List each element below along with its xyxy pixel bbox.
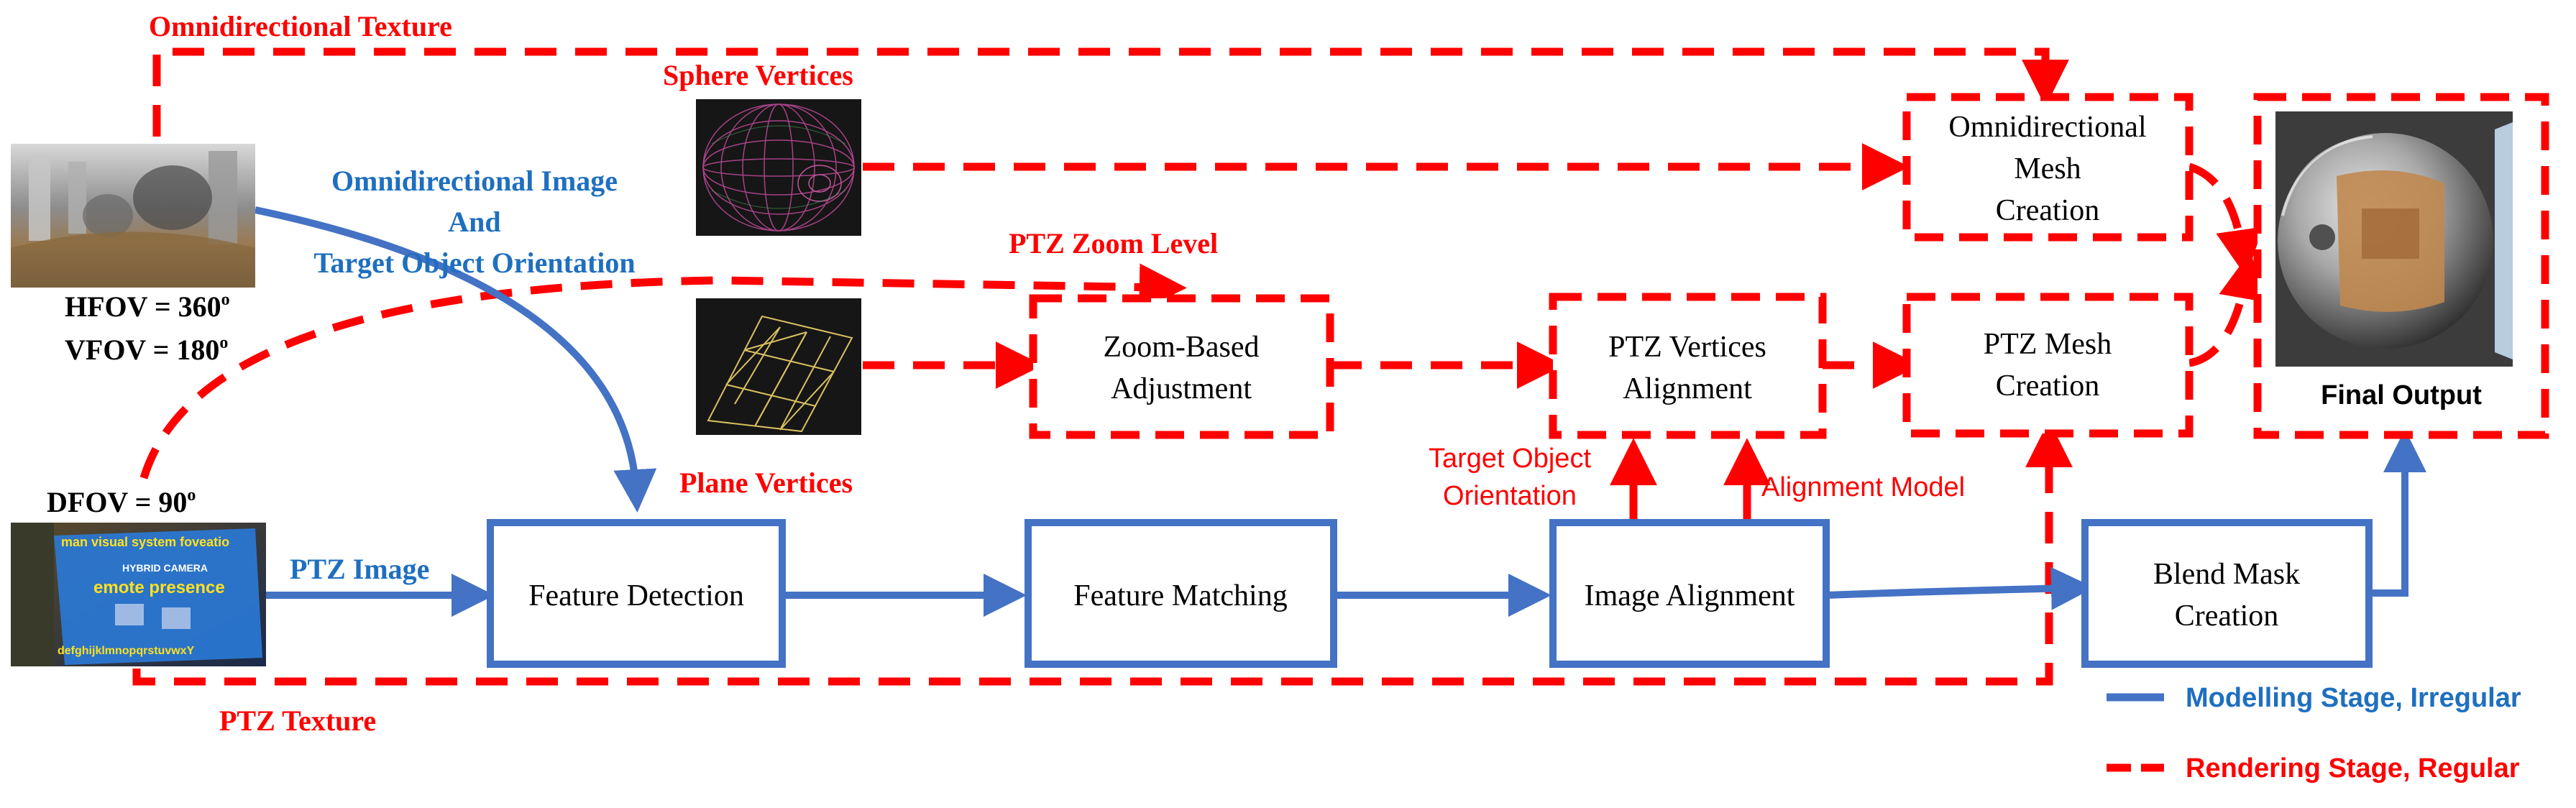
blend-mask-line1: Blend Mask — [2153, 558, 2300, 591]
feature-matching-box — [1025, 519, 1337, 668]
ptz-zoom-level-connector — [139, 263, 1187, 479]
target-object-label-line1: Target Object — [1429, 444, 1591, 474]
target-object-label-line2: Orientation — [1443, 481, 1577, 511]
ptz-zoom-level-label: PTZ Zoom Level — [1009, 227, 1218, 260]
ptz-mesh-line2: Creation — [1996, 369, 2100, 403]
legend-modelling-label: Modelling Stage, Irregular — [2186, 683, 2521, 713]
ptz-mesh-creation-box — [1902, 293, 2194, 438]
blend-mask-line2: Creation — [2175, 600, 2279, 633]
feature-detection-label: Feature Detection — [528, 579, 744, 612]
feature-detection-box — [487, 519, 786, 668]
ptz-texture-label: PTZ Texture — [219, 704, 376, 737]
blend-mask-creation-box — [2081, 519, 2373, 668]
omni-mesh-creation-box — [1902, 93, 2194, 242]
omni-image-label-line3: Target Object Orientation — [313, 247, 635, 279]
zoom-based-adjustment-box — [1029, 294, 1334, 439]
final-output-label: Final Output — [2321, 380, 2482, 410]
omni-texture-label: Omnidirectional Texture — [149, 10, 452, 42]
alignment-to-blend-connector — [1825, 566, 2094, 610]
ptz-photo-line2: HYBRID CAMERA — [122, 562, 208, 574]
omni-mesh-line1: Omnidirectional — [1948, 111, 2146, 144]
ptz-vertices-line2: Alignment — [1623, 372, 1752, 405]
omni-image-to-feature-detection-connector — [254, 206, 657, 513]
final-output-sphere-image — [2275, 111, 2513, 367]
dfov-label: DFOV = 90o — [47, 486, 196, 518]
omnidirectional-panorama-image — [11, 144, 255, 288]
ptz-vertices-line1: PTZ Vertices — [1608, 331, 1766, 364]
ptz-mesh-to-final-connector — [2188, 251, 2266, 367]
feature-matching-label: Feature Matching — [1073, 579, 1287, 612]
omni-mesh-to-final-connector — [2188, 162, 2263, 277]
legend: Modelling Stage, Irregular Rendering Sta… — [2107, 683, 2521, 784]
blend-to-final-connector — [2369, 429, 2426, 597]
sphere-wireframe-image — [696, 99, 861, 236]
zoom-adjust-line1: Zoom-Based — [1104, 331, 1260, 364]
omni-image-label-line1: Omnidirectional Image — [331, 165, 618, 197]
omni-mesh-line3: Creation — [1996, 194, 2100, 227]
ptz-mesh-line1: PTZ Mesh — [1984, 328, 2112, 361]
ptz-photo-line3: emote presence — [93, 578, 225, 597]
sphere-vertices-label: Sphere Vertices — [663, 59, 853, 91]
zoom-adjust-line2: Adjustment — [1111, 372, 1252, 405]
ptz-vertices-alignment-box — [1549, 293, 1827, 439]
omni-image-label-line2: And — [448, 206, 500, 238]
ptz-photo-line4: defghijklmnopqrstuvwxY — [58, 645, 195, 657]
image-alignment-label: Image Alignment — [1585, 579, 1795, 612]
ptz-photo-line1: man visual system foveatio — [61, 535, 229, 549]
hfov-label: HFOV = 360o — [65, 290, 230, 323]
ptz-image-label: PTZ Image — [290, 553, 429, 585]
omni-texture-connector — [152, 47, 2069, 137]
omni-mesh-line2: Mesh — [2014, 152, 2081, 185]
legend-rendering-label: Rendering Stage, Regular — [2186, 753, 2520, 784]
ptz-camera-image: man visual system foveatio HYBRID CAMERA… — [11, 523, 266, 666]
image-alignment-box — [1549, 519, 1830, 668]
vfov-label: VFOV = 180o — [65, 334, 228, 366]
plane-wireframe-image — [696, 298, 861, 435]
plane-vertices-label: Plane Vertices — [679, 467, 853, 499]
alignment-model-label: Alignment Model — [1761, 472, 1965, 502]
